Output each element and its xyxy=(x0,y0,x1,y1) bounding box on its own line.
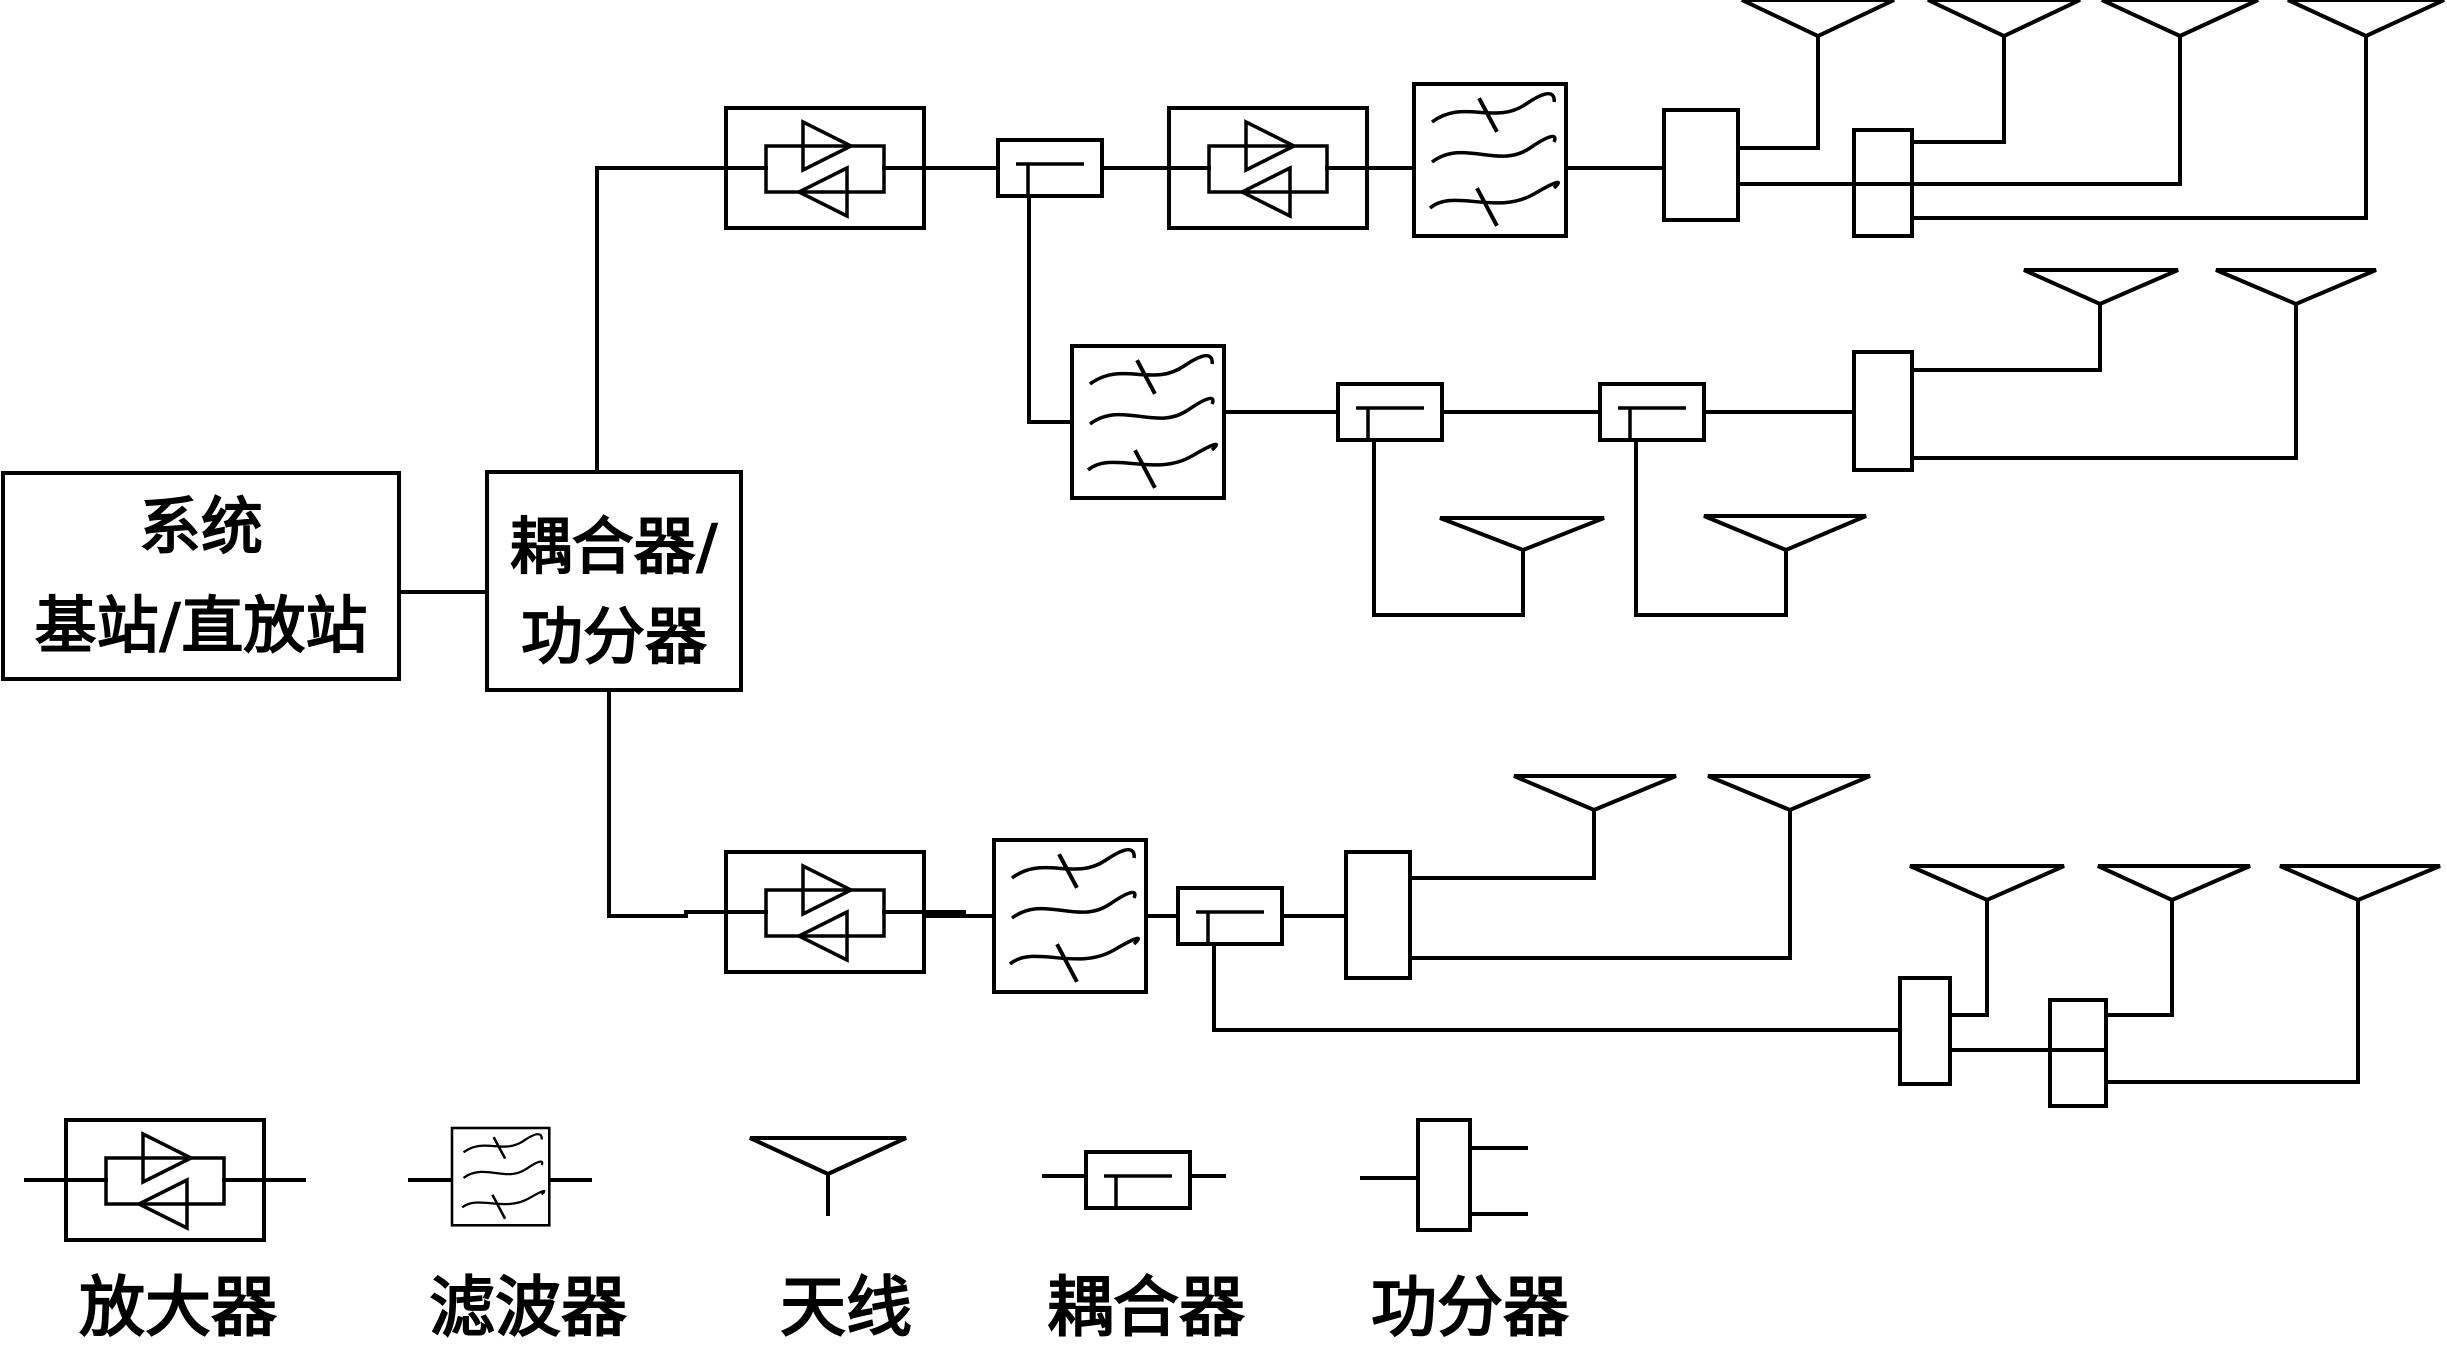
wiring xyxy=(595,26,2368,1084)
legend-divider-label: 功分器 xyxy=(1371,1268,1570,1346)
legend-antenna-icon xyxy=(749,1136,907,1177)
legend-coupler-label: 耦合器 xyxy=(1047,1268,1246,1346)
legend-divider-icon xyxy=(1416,1118,1472,1232)
divider-bottom-3 xyxy=(2048,998,2108,1108)
antenna-icon xyxy=(2101,0,2259,39)
legend: 放大器 滤波器 天线 耦合器 功分器 xyxy=(24,1118,1570,1346)
divider-middle xyxy=(1852,350,1914,472)
antenna-icon xyxy=(1707,774,1871,813)
antenna-icon xyxy=(1927,0,2081,39)
system-basestation-box: 系统 基站/直放站 xyxy=(1,471,401,681)
antenna-icon xyxy=(2287,0,2445,39)
legend-amplifier-icon xyxy=(24,1118,306,1242)
legend-amplifier-label: 放大器 xyxy=(79,1268,278,1346)
system-box-line1: 系统 xyxy=(139,490,263,563)
antenna-icon xyxy=(1513,774,1677,813)
divider-top-1 xyxy=(1662,108,1740,222)
antenna-icon xyxy=(1439,516,1605,553)
splitter-box-line2: 功分器 xyxy=(521,600,708,673)
coupler-middle-2 xyxy=(1598,382,1706,442)
amplifier-top-2 xyxy=(1127,106,1409,230)
coupler-top xyxy=(996,138,1104,198)
dividers xyxy=(1344,108,2108,1108)
amplifier-bottom xyxy=(684,850,966,974)
legend-antenna-label: 天线 xyxy=(780,1268,912,1346)
splitter-box-line1: 耦合器/ xyxy=(510,510,719,583)
filter-middle xyxy=(1070,344,1226,500)
antenna-icon xyxy=(2023,268,2179,307)
amplifier-top-1 xyxy=(684,106,966,230)
filter-bottom xyxy=(992,838,1148,994)
system-box-line2: 基站/直放站 xyxy=(35,589,368,662)
coupler-bottom xyxy=(1176,886,1284,946)
antenna-icon xyxy=(1703,514,1867,553)
coupler-splitter-box: 耦合器/ 功分器 xyxy=(485,470,743,692)
legend-filter-icon xyxy=(450,1126,551,1227)
antenna-icon xyxy=(1741,0,1895,39)
antenna-icon xyxy=(2097,864,2251,903)
antenna-icon xyxy=(1909,864,2065,903)
antennas xyxy=(1439,0,2445,903)
legend-coupler-icon xyxy=(1084,1150,1192,1210)
divider-bottom-2 xyxy=(1898,976,1952,1086)
coupler-middle-1 xyxy=(1336,382,1444,442)
legend-filter-label: 滤波器 xyxy=(429,1268,628,1346)
filter-top xyxy=(1412,82,1568,238)
antenna-icon xyxy=(2279,864,2441,903)
antenna-icon xyxy=(2215,268,2377,307)
divider-bottom-1 xyxy=(1344,850,1412,980)
